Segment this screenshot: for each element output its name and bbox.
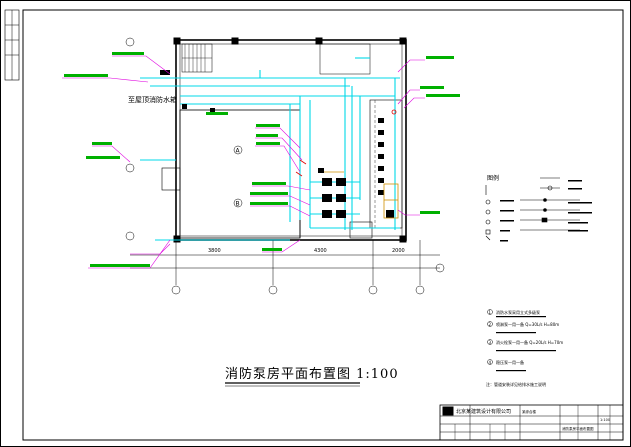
note-num-2: 2 — [489, 322, 492, 327]
dimension-label-2: 4300 — [314, 248, 327, 254]
room-label: 至屋顶消防水箱 — [128, 95, 177, 104]
legend-block: 图例 — [485, 174, 592, 242]
fire-water-pipes — [140, 57, 400, 241]
note-text-3: 消火栓泵一用一备 Q=20L/s H=70m — [496, 339, 563, 345]
dimension-label-1: 3800 — [208, 248, 221, 254]
notes-footer: 注：管道安装详见给排水施工说明 — [486, 381, 546, 387]
tank-outline — [324, 171, 399, 219]
dimension-label-3: 2000 — [392, 248, 405, 254]
leader-lines — [62, 55, 425, 269]
notes-block: 1 消防水泵采用立式多级泵 2 喷淋泵一用一备 Q=30L/s H=80m 3 … — [486, 309, 563, 387]
dimension-labels: 3800 4300 2000 — [208, 248, 405, 254]
red-markers — [295, 109, 397, 177]
circled-mark-b: B — [236, 201, 240, 208]
circled-mark-a: A — [236, 148, 241, 155]
title-block — [439, 404, 624, 441]
note-text-1: 消防水泵采用立式多级泵 — [496, 309, 540, 315]
title-block-company: 北京某建筑设计有限公司 — [456, 408, 511, 415]
note-text-2: 喷淋泵一用一备 Q=30L/s H=80m — [496, 321, 559, 327]
drawing-title: 消防泵房平面布置图 1:100 — [225, 366, 399, 382]
note-num-1: 1 — [489, 310, 492, 315]
binding-strip — [4, 9, 20, 81]
note-num-4: 4 — [489, 360, 492, 365]
title-block-drawing-name: 消防泵房平面布置图 — [562, 426, 594, 431]
legend-title: 图例 — [487, 174, 499, 182]
note-text-4: 稳压泵一用一备 — [496, 359, 524, 365]
title-block-scale: 1:100 — [600, 418, 610, 422]
note-num-3: 3 — [489, 340, 492, 345]
annotation-labels — [64, 52, 460, 267]
title-block-project: 某综合楼 — [522, 409, 536, 414]
room-marks: A B — [233, 145, 243, 208]
pump-units — [160, 70, 394, 218]
